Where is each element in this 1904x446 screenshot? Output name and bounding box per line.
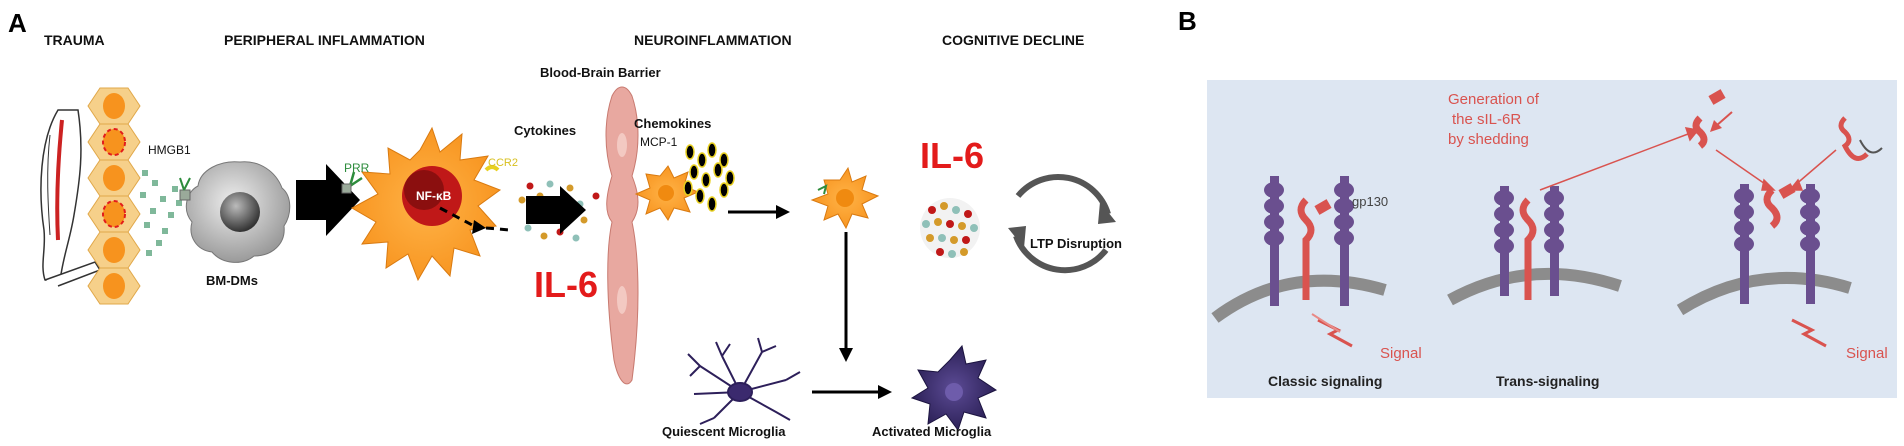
- chemokines-label: Chemokines: [634, 116, 711, 131]
- arrow-down: [839, 232, 853, 362]
- soluble-il6r: [1692, 89, 1883, 161]
- infiltrating-monocyte: [810, 166, 880, 230]
- flow-arrow-2: [526, 186, 586, 234]
- cell-membranes: [1211, 267, 1852, 323]
- activated-microglia-label: Activated Microglia: [872, 424, 992, 439]
- blood-brain-barrier: [605, 86, 639, 385]
- arrow-to-brain-cell: [728, 205, 790, 219]
- stage-peripheral-heading: PERIPHERAL INFLAMMATION: [224, 32, 425, 48]
- classic-signaling-label: Classic signaling: [1268, 373, 1382, 389]
- generation-line-2: the sIL-6R: [1452, 111, 1521, 128]
- quiescent-microglia-label: Quiescent Microglia: [662, 424, 786, 439]
- classic-signaling-receptors: [1264, 176, 1354, 348]
- trans-middle-receptors: [1494, 186, 1564, 300]
- activated-microglia: [910, 344, 998, 432]
- mcp1-label: MCP-1: [640, 135, 678, 149]
- epithelium-column: [87, 87, 141, 305]
- bm-dms-label: BM-DMs: [206, 273, 258, 288]
- gp130-label: gp130: [1352, 194, 1388, 209]
- generation-line-1: Generation of: [1448, 91, 1540, 108]
- arrow-activation: [812, 385, 892, 399]
- stage-neuro-heading: NEUROINFLAMMATION: [634, 32, 792, 48]
- stage-trauma-heading: TRAUMA: [44, 32, 105, 48]
- trans-right-receptors: [1734, 183, 1827, 348]
- generation-line-3: by shedding: [1448, 131, 1529, 148]
- prr-label: PRR: [344, 161, 370, 175]
- nfkb-label: NF-κB: [416, 189, 452, 203]
- quiescent-microglia: [687, 337, 801, 425]
- shedding-arrows: [1539, 127, 1837, 191]
- ltp-disruption-label: LTP Disruption: [1030, 236, 1122, 251]
- chemokine-particles: [683, 142, 735, 212]
- bm-dm-cell: [179, 161, 291, 263]
- panel-a-letter: A: [8, 8, 27, 38]
- trans-signaling-label: Trans-signaling: [1496, 373, 1599, 389]
- signal-label-right: Signal: [1846, 345, 1888, 362]
- ccr2-label: CCR2: [488, 157, 518, 169]
- hmgb1-label: HMGB1: [148, 143, 191, 157]
- il6-label-cognitive: IL-6: [920, 135, 984, 176]
- signal-label-left: Signal: [1380, 345, 1422, 362]
- il6-label-peripheral: IL-6: [534, 264, 598, 305]
- flow-arrow-1: [296, 164, 360, 236]
- cytokines-label: Cytokines: [514, 123, 576, 138]
- ltp-cycle-arrows: [1008, 173, 1116, 274]
- migrating-monocyte: [634, 165, 700, 221]
- activated-macrophage: [341, 126, 511, 282]
- panel-b-letter: B: [1178, 6, 1197, 36]
- bbb-label: Blood-Brain Barrier: [540, 65, 661, 80]
- ltp-cytokine-cluster: [920, 198, 980, 258]
- stage-cognitive-heading: COGNITIVE DECLINE: [942, 32, 1084, 48]
- hmgb1-particles: [140, 170, 182, 256]
- leg-icon: [40, 109, 102, 287]
